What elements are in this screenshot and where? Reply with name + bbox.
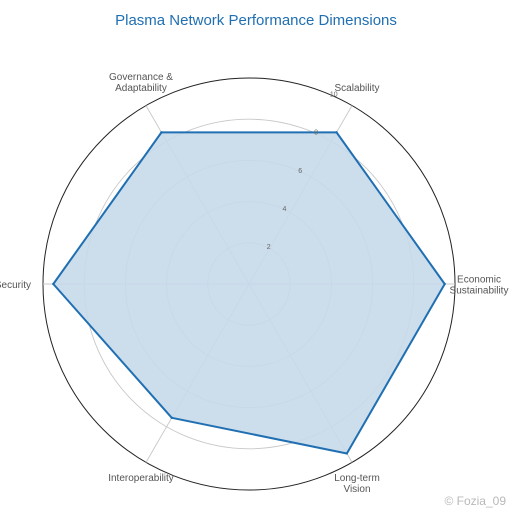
data-point [335,131,338,134]
series-area [52,131,446,455]
radial-tick-label: 2 [267,244,271,251]
data-point [52,282,55,286]
data-point [443,282,446,286]
axis-label: Economic [457,275,501,286]
axis-label: Sustainability [450,286,509,297]
axis-label: Long-term [334,473,380,484]
data-point [345,452,349,455]
axis-label: Governance & [109,72,173,83]
chart-title: Plasma Network Performance Dimensions [115,12,397,29]
radar-series [52,131,446,455]
radial-tick-label: 10 [330,92,338,99]
radial-tick-label: 4 [283,206,287,213]
axis-label: Security [0,280,31,291]
axis-label: Interoperability [108,473,174,484]
watermark: © Fozia_09 [444,494,506,508]
radial-ticks: 2 4 6 8 10 [267,92,338,251]
axis-label: Adaptability [115,83,167,94]
data-point [170,416,173,420]
axis-label: Scalability [334,83,379,94]
data-point [160,131,163,134]
axis-label: Vision [343,484,370,495]
radial-tick-label: 8 [314,130,318,137]
radial-tick-label: 6 [298,168,302,175]
